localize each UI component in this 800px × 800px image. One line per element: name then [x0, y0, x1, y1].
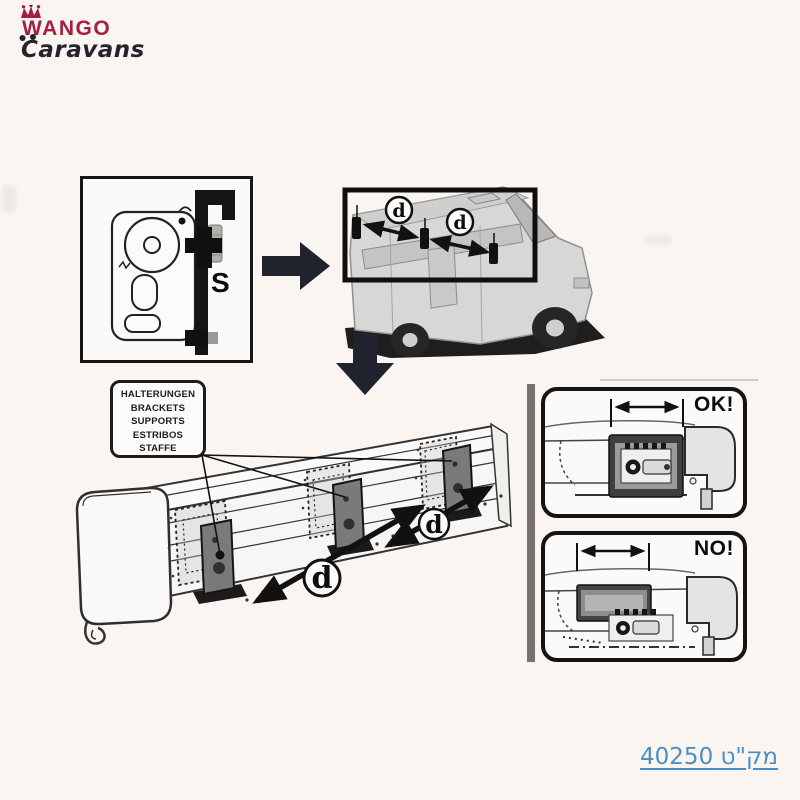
callout-line: BRACKETS — [130, 402, 186, 414]
ok-panel: OK! — [541, 387, 747, 518]
ok-diagram — [544, 399, 736, 510]
catalog-number-link[interactable]: מק"ט 40250 — [640, 744, 778, 770]
awning-case-profile — [110, 206, 197, 342]
no-measure — [576, 543, 650, 571]
callout-line: SUPPORTS — [131, 416, 185, 427]
van-wheels — [391, 307, 578, 357]
awning-assembly-illustration: d d — [75, 422, 512, 645]
cross-section-panel: S — [80, 176, 253, 363]
pointer-bolt — [215, 550, 225, 560]
s-label: S — [211, 267, 230, 298]
arrow-right-icon — [262, 242, 330, 290]
ok-measure — [610, 399, 684, 427]
callout-pointer-lines — [201, 454, 453, 555]
no-label: NO! — [694, 537, 734, 560]
logo: WANGO Caravans — [19, 5, 170, 63]
scan-artifact-bar — [527, 384, 535, 662]
distance-badge: d — [425, 510, 442, 539]
scan-artifact-line — [600, 379, 758, 381]
callout-line: ESTRIBOS — [132, 429, 184, 441]
scan-smudge — [646, 236, 672, 244]
awning-cross-section-diagram: S — [110, 190, 235, 355]
scan-smudge — [2, 186, 16, 212]
arrow-down-icon — [336, 333, 394, 395]
brackets-callout: HALTERUNGEN BRACKETS SUPPORTS ESTRIBOS S… — [110, 380, 206, 458]
roof-brackets — [352, 205, 498, 264]
van-distance-arrows: d d — [362, 195, 491, 257]
logo-title-text: WANGO — [22, 17, 112, 40]
awning-end-cap — [75, 486, 173, 645]
motorhome-illustration: d d — [342, 186, 605, 358]
distance-badge: d — [453, 212, 466, 234]
awning-distance-arrows: d d — [252, 485, 494, 604]
distance-badge: d — [392, 200, 405, 222]
bracket-zone-outline — [342, 187, 538, 283]
no-panel: NO! — [541, 531, 747, 662]
crown-icon — [21, 5, 41, 18]
no-diagram — [544, 543, 738, 656]
ok-bracket-assembly — [608, 434, 684, 498]
callout-line: HALTERUNGEN — [120, 389, 196, 400]
no-arm-assembly — [608, 609, 674, 642]
distance-badge: d — [312, 561, 333, 596]
callout-line: STAFFE — [139, 443, 177, 454]
no-bracket-block — [576, 584, 652, 622]
panda-ears-icon — [19, 34, 36, 41]
logo-title: WANGO — [21, 5, 112, 40]
ok-label: OK! — [694, 393, 734, 416]
logo-subtitle-text: Caravans — [21, 37, 145, 63]
mounting-rail-shape — [185, 190, 235, 355]
logo-subtitle: Caravans — [19, 34, 170, 63]
